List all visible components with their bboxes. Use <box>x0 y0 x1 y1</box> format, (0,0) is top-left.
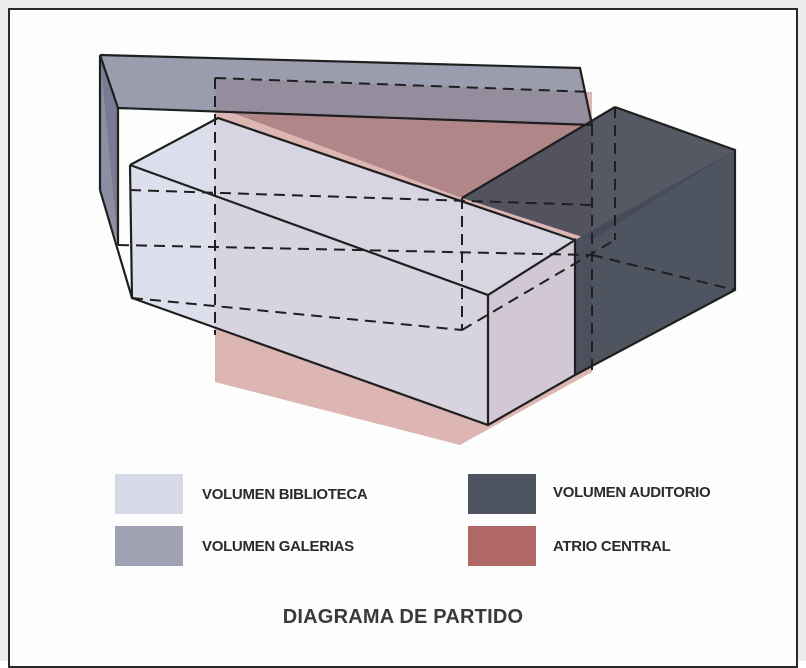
biblioteca-left-face <box>130 165 488 425</box>
diagram-title: DIAGRAMA DE PARTIDO <box>282 606 524 628</box>
biblioteca-right-face <box>488 240 575 425</box>
legend-swatch-auditorio <box>468 474 536 514</box>
biblioteca-top-face <box>130 118 575 295</box>
legend-label-atrio: ATRIO CENTRAL <box>553 538 671 555</box>
volumen-biblioteca <box>130 118 575 425</box>
galerias-left-face <box>100 55 118 245</box>
legend-swatch-atrio <box>468 526 536 566</box>
galerias-top-face <box>118 108 592 198</box>
legend-label-biblioteca: VOLUMEN BIBLIOTECA <box>202 486 368 503</box>
auditorio-top-face <box>462 107 735 240</box>
auditorio-front-face <box>575 150 735 375</box>
legend-label-auditorio: VOLUMEN AUDITORIO <box>553 484 711 501</box>
legend-swatch-biblioteca <box>115 474 183 514</box>
hidden-edges <box>117 77 736 372</box>
legend-swatch-galerias <box>115 526 183 566</box>
legend-label-galerias: VOLUMEN GALERIAS <box>202 538 354 555</box>
volumen-auditorio <box>462 107 735 375</box>
volumen-galerias <box>100 55 592 245</box>
galerias-front-face <box>100 55 592 245</box>
